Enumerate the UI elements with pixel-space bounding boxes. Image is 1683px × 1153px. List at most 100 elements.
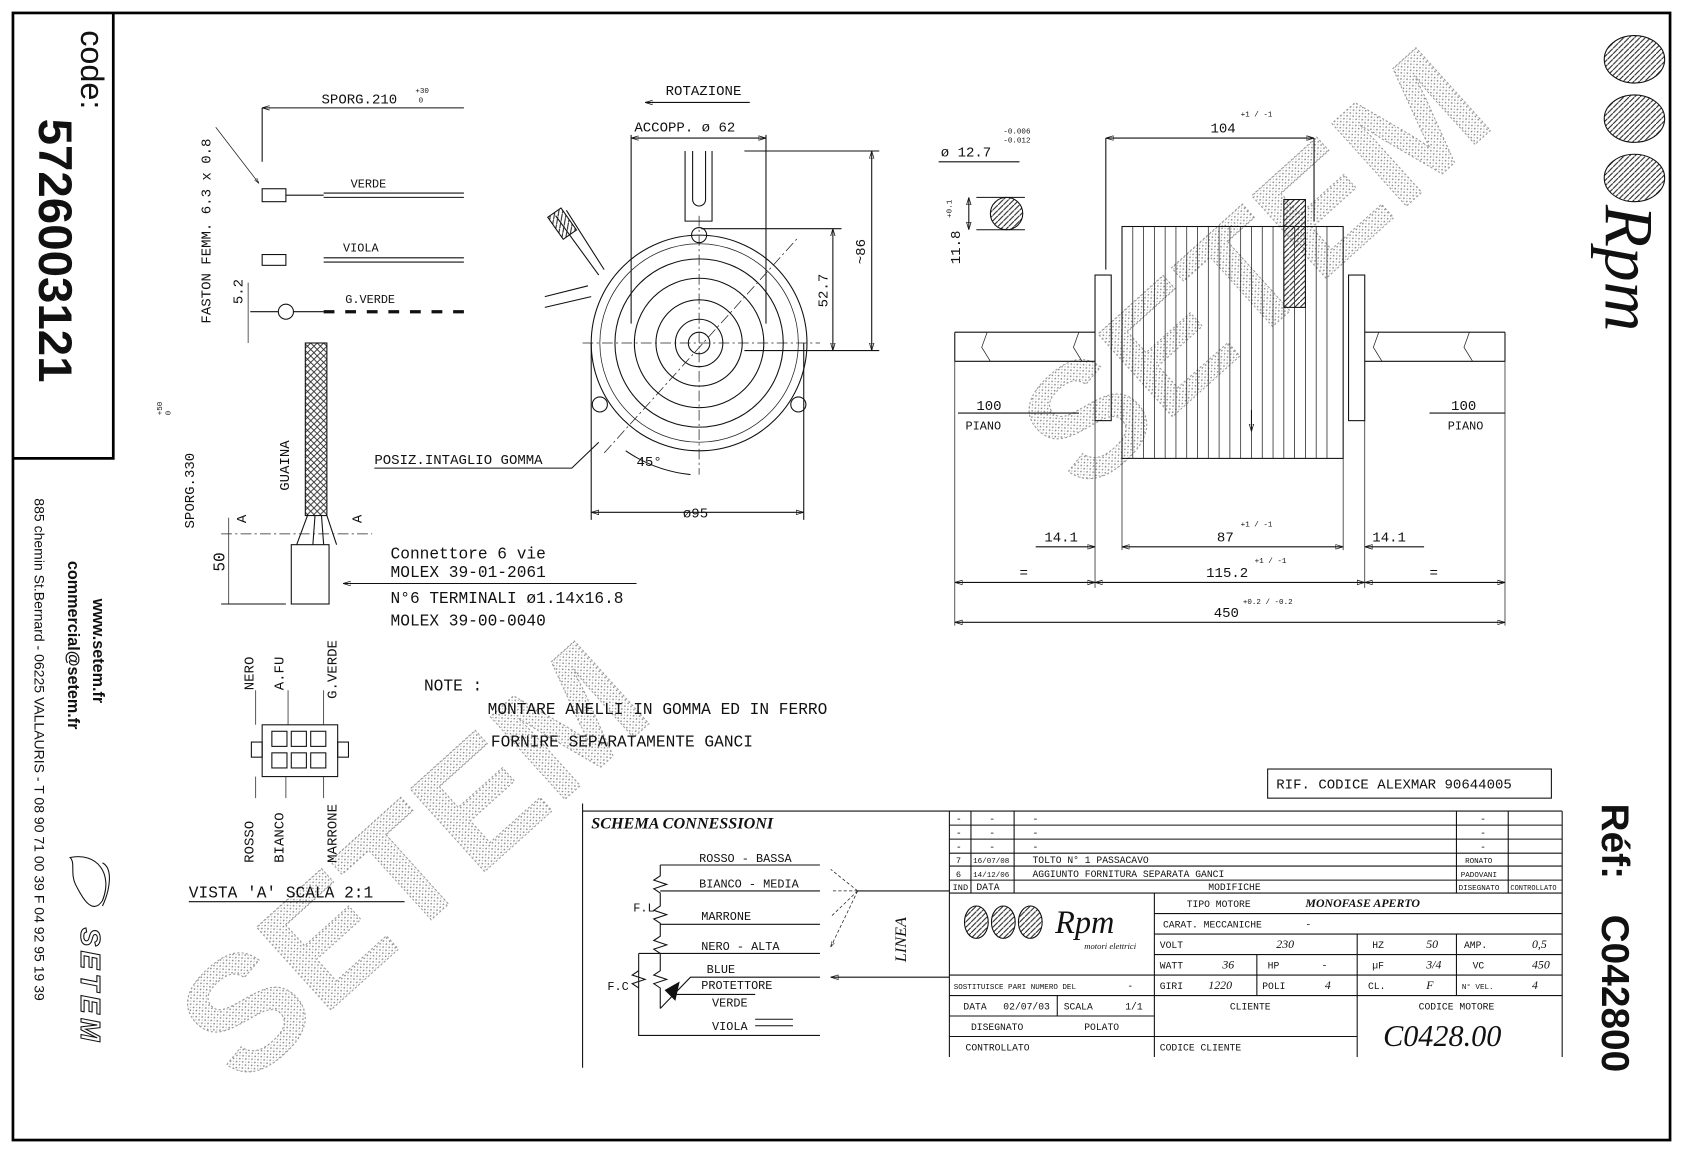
title-block-cell: CONTROLLATO <box>966 1043 1030 1054</box>
terminals-part: MOLEX 39-00-0040 <box>391 613 546 631</box>
dim-104: 104 <box>1210 122 1235 138</box>
lead-wires-exit <box>544 207 605 308</box>
title-block-cell: 0,5 <box>1532 937 1547 951</box>
angle-45: 45° <box>637 455 662 471</box>
title-block-cell: CONTROLLATO <box>1510 885 1556 893</box>
title-block-cell: POLATO <box>1084 1022 1119 1033</box>
address: 885 chemin St.Bernard - 06225 VALLAURIS … <box>32 498 48 1001</box>
contact-panel: www.setem.fr commercial@setem.fr 885 che… <box>32 498 110 1046</box>
title-block-cell: 02/07/03 <box>1003 1002 1050 1013</box>
motor-side-view: 104 +1 / -1 ø 12.7 -0.006 -0.012 11.8 +0… <box>938 111 1506 626</box>
wire-label: BLUE <box>707 963 735 977</box>
title-block-cell: GIRI <box>1160 981 1183 992</box>
title-block-cell: - <box>956 828 962 839</box>
connector-part: MOLEX 39-01-2061 <box>391 564 546 582</box>
title-block-cell: - <box>956 814 962 825</box>
setem-watermark: SETEM <box>987 15 1522 522</box>
title-block-cell: µF <box>1372 961 1384 972</box>
title-block-cell: RONATO <box>1465 858 1493 866</box>
title-block-cell: 1/1 <box>1125 1002 1143 1013</box>
linea-label: LINEA <box>893 917 910 963</box>
title-block-cell: HZ <box>1372 940 1384 951</box>
wire-label: MARRONE <box>701 910 751 924</box>
title-block-cell: - <box>1032 828 1038 839</box>
title-block-cell: VC <box>1473 961 1485 972</box>
title-block-cell: TIPO MOTORE <box>1187 899 1251 910</box>
website-link[interactable]: www.setem.fr <box>89 598 107 704</box>
dim-50: 50 <box>211 552 229 571</box>
title-block-cell: DATA <box>963 1002 986 1013</box>
title-block-cell: N° VEL. <box>1462 983 1494 992</box>
wire-viola: VIOLA <box>261 241 464 266</box>
tol: -0.012 <box>1003 137 1030 145</box>
dim-100-right: 100 <box>1451 399 1476 415</box>
title-block-cell: - <box>1127 981 1133 992</box>
pin-label: ROSSO <box>243 821 259 863</box>
wire-label: PROTETTORE <box>701 979 772 993</box>
title-block-cell: 230 <box>1276 937 1294 951</box>
setem-brand: SETEM <box>75 928 106 1046</box>
coupling-dim: ACCOPP. ø 62 <box>634 121 735 137</box>
code-panel: code: 5726003121 <box>12 12 115 460</box>
wire-label: NERO - ALTA <box>701 940 780 954</box>
pin-label: G.VERDE <box>326 640 342 699</box>
title-block-cell: 4 <box>1325 978 1331 992</box>
motor-code: C0428.00 <box>1383 1019 1501 1053</box>
note-line: FORNIRE SEPARATAMENTE GANCI <box>491 733 753 751</box>
dim-100-left: 100 <box>976 399 1001 415</box>
dim-sporg-210: SPORG.210 <box>321 93 397 109</box>
tol: +1 / -1 <box>1241 521 1273 529</box>
title-block-cell: SOSTITUISCE PARI NUMERO DEL <box>954 984 1077 992</box>
setem-watermark: SETEM <box>146 609 681 1116</box>
dim-14-1-right: 14.1 <box>1372 530 1406 546</box>
section-mark: A <box>235 514 251 523</box>
dim-14-1-left: 14.1 <box>1044 530 1078 546</box>
title-block-cell: 50 <box>1426 937 1438 951</box>
note-line: MONTARE ANELLI IN GOMMA ED IN FERRO <box>488 701 828 719</box>
tol: -0.006 <box>1003 129 1031 137</box>
wire-verde: VERDE <box>261 178 464 203</box>
rpm-logo: Rpm <box>1590 35 1667 331</box>
title-block-cell: CLIENTE <box>1230 1002 1271 1013</box>
wire-label: ROSSO - BASSA <box>699 852 792 866</box>
title-block-logo: Rpm motori elettrici <box>963 904 1137 951</box>
title-block-cell: 14/12/06 <box>973 872 1010 880</box>
title-block-cell: DISEGNATO <box>971 1022 1024 1033</box>
title-block-cell: SCALA <box>1064 1002 1093 1013</box>
pin-label: A.FU <box>273 657 289 691</box>
title-block-cell: CODICE MOTORE <box>1419 1002 1495 1013</box>
title-block-cell: DATA <box>976 882 999 893</box>
connector-title: Connettore 6 vie <box>391 546 546 564</box>
tol: +0.1 <box>947 199 955 218</box>
rif-box <box>1267 768 1552 799</box>
title-block-cell: IND <box>953 883 969 893</box>
title-block-cell: PADOVANI <box>1461 872 1497 880</box>
title-block-cell: 36 <box>1221 958 1234 972</box>
title-block-cell: VOLT <box>1160 940 1183 951</box>
title-block-cell: - <box>1305 920 1311 931</box>
tol: +1 / -1 <box>1255 558 1287 566</box>
pin-label: MARRONE <box>326 804 342 863</box>
tol: 0 <box>419 97 424 105</box>
wire-label: VERDE <box>712 996 748 1010</box>
wire-giallo-verde: G.VERDE <box>250 293 464 320</box>
title-block-cell: WATT <box>1160 961 1183 972</box>
title-block-cell: - <box>989 828 995 839</box>
piano-right: PIANO <box>1448 419 1484 433</box>
title-block-cell: CODICE CLIENTE <box>1160 1043 1242 1054</box>
section-mark: A <box>350 514 366 523</box>
title-block-cell: TOLTO N° 1 PASSACAVO <box>1032 855 1148 866</box>
connector-body <box>290 544 330 605</box>
title-block-cell: POLI <box>1262 981 1285 992</box>
connection-schema: SCHEMA CONNESSIONI ROSSO - BASSA BIANCO … <box>582 803 1563 1068</box>
dim-equal-right: = <box>1429 566 1437 582</box>
title-block-cell: AMP. <box>1464 940 1487 951</box>
wire-label: BIANCO - MEDIA <box>699 878 800 892</box>
email-link[interactable]: commercial@setem.fr <box>64 561 82 730</box>
notch-position-label: POSIZ.INTAGLIO GOMMA <box>374 453 543 469</box>
logo-subtitle: motori elettrici <box>1084 941 1137 951</box>
piano-left: PIANO <box>966 419 1002 433</box>
notes-label: NOTE : <box>424 677 482 695</box>
